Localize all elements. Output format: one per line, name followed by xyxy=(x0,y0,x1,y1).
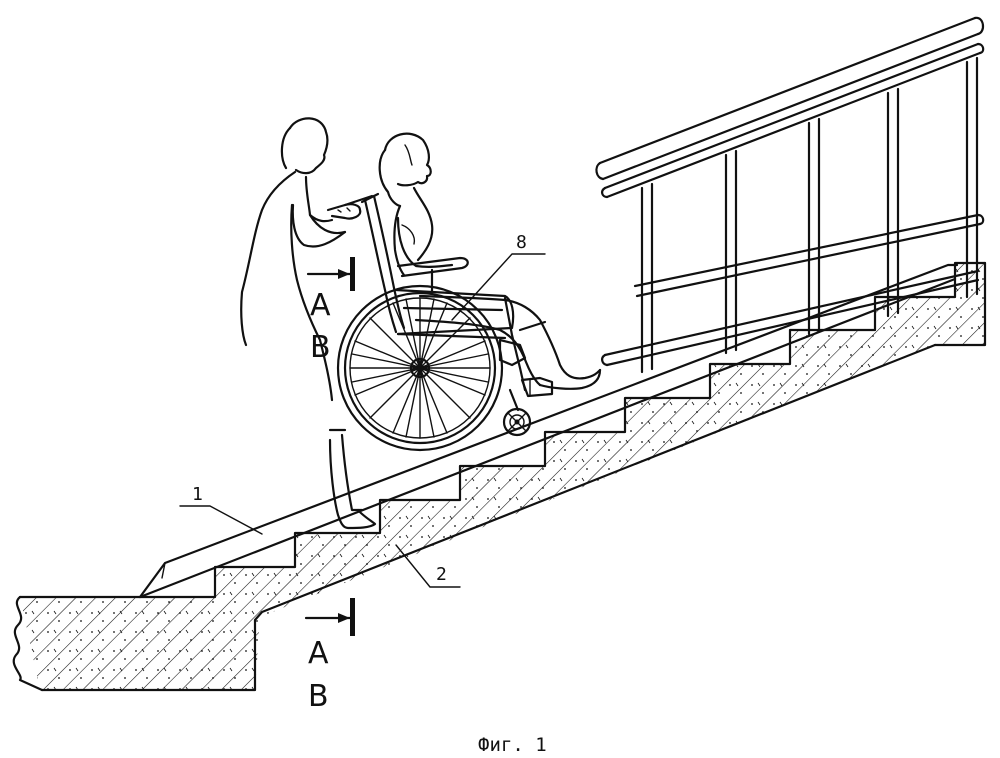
callout-stair-label: 2 xyxy=(436,564,447,585)
standing-person xyxy=(240,117,377,530)
section-mark-bottom: A B xyxy=(304,598,355,714)
callout-stair: 2 xyxy=(395,544,461,588)
seated-person xyxy=(378,132,602,390)
callout-wheelchair-label: 8 xyxy=(516,232,527,253)
wheelchair xyxy=(336,192,554,452)
figure-caption: Фиг. 1 xyxy=(478,734,547,756)
section-top-letter-a: A xyxy=(310,288,331,323)
handrail xyxy=(595,16,985,374)
callout-ramp: 1 xyxy=(179,484,263,535)
callout-ramp-label: 1 xyxy=(192,484,203,505)
section-bottom-letter-a: A xyxy=(308,636,329,671)
section-bottom-letter-b: B xyxy=(308,679,329,714)
section-mark-top: A B xyxy=(306,257,355,365)
callout-wheelchair: 8 xyxy=(451,232,546,321)
section-top-letter-b: B xyxy=(310,330,331,365)
